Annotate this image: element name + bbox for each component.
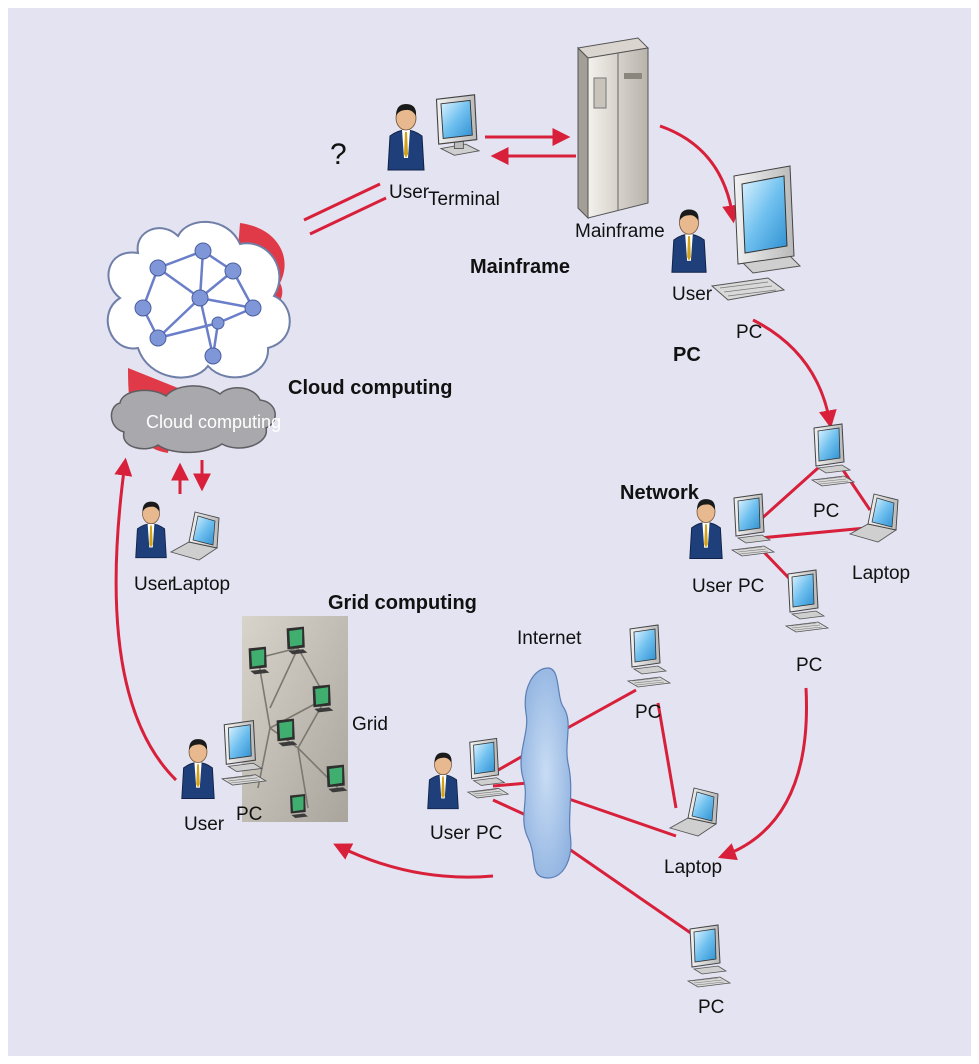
cloud-banner: Cloud computing [110,385,281,454]
mainframe-group: User Terminal Mainframe Mainframe [387,37,665,278]
flow-arrows [114,124,837,879]
arrow-grid-to-cloud [114,457,178,782]
pc-title: PC [673,344,701,366]
internet-cloud-icon [520,667,572,879]
grid-title: Grid computing [328,592,477,614]
terminal-mainframe-arrows [485,128,576,165]
pc-label: PC [236,804,262,825]
cloud-group: Cloud computing Cloud computing User Lap… [106,221,452,595]
network-group: Network User PC PC Laptop PC [620,423,910,676]
arrow-mainframe-to-pc [659,124,741,224]
user-icon [671,209,707,273]
arrow-pc-to-network [752,318,837,429]
user-label: User [430,823,471,844]
laptop-label: Laptop [852,563,910,584]
pc-icon [731,493,775,557]
pc-label: PC [698,997,724,1018]
pc-icon [710,165,802,301]
internet-title: Internet [517,628,582,649]
user-label: User [134,574,175,595]
pc-icon [785,569,829,633]
pc-icon [687,924,731,988]
network-cloud-icon [106,221,291,379]
laptop-icon [170,511,220,561]
pc-label: PC [736,322,762,343]
arrow-internet-to-grid [333,843,494,879]
network-title: Network [620,482,700,504]
terminal-label: Terminal [428,189,500,210]
laptop-label: Laptop [172,574,230,595]
pc-label: PC [796,655,822,676]
user-icon [181,738,215,799]
user-label: User [692,576,733,597]
user-icon [427,752,459,810]
laptop-label: Laptop [664,857,722,878]
pc-icon [627,624,671,688]
pc-label: PC [476,823,502,844]
mainframe-title: Mainframe [470,256,570,278]
arrow-network-to-internet [717,687,809,861]
pc-group: User PC PC [671,165,802,366]
laptop-icon [849,493,899,543]
user-label: User [184,814,225,835]
cloud-title: Cloud computing [288,377,452,399]
question-mark: ? [330,138,347,171]
internet-group: Internet User PC PC Laptop PC [427,624,731,1018]
user-icon [387,103,425,171]
user-icon [689,498,723,559]
diagram-stage: ? User Terminal Mainframe Mainframe User… [8,8,971,1056]
mainframe-device-label: Mainframe [575,221,665,242]
pc-label: PC [635,702,661,723]
user-icon [135,501,167,559]
grid-group: Grid computing Grid User PC [181,592,477,835]
pc-label: PC [813,501,839,522]
user-label: User [672,284,713,305]
pc-label: PC [738,576,764,597]
grid-label: Grid [352,714,388,735]
computing-evolution-diagram: ? User Terminal Mainframe Mainframe User… [106,37,910,1018]
laptop-icon [669,787,719,837]
mainframe-icon [576,37,650,220]
user-label: User [389,182,430,203]
terminal-icon [435,94,480,156]
broken-link [303,182,387,236]
cloud-banner-label: Cloud computing [146,412,281,432]
